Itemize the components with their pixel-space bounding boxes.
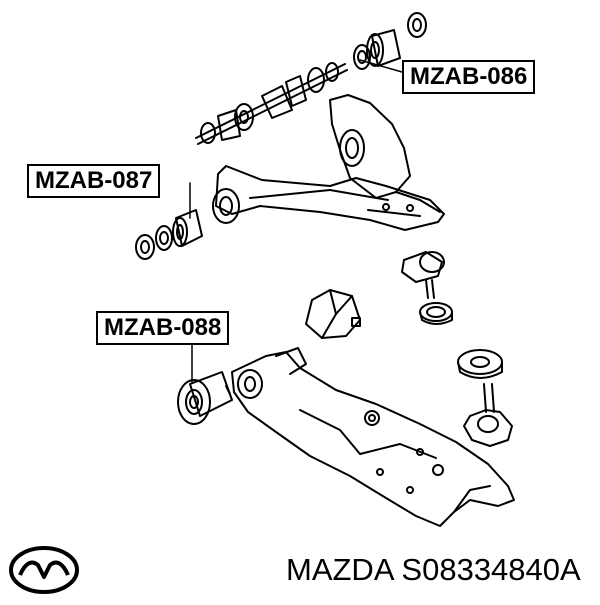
bump-stop (305, 289, 361, 339)
footer-part-info: MAZDA S08334840A (286, 552, 581, 588)
lower-ball-joint (463, 383, 513, 447)
upper-front-bushing (353, 12, 427, 70)
lower-ball-joint-boot (457, 349, 503, 379)
upper-rear-bushing (135, 209, 203, 260)
part-label-mzab-087: MZAB-087 (27, 164, 161, 198)
lower-arm-bushing (177, 371, 233, 425)
upper-control-arm (212, 94, 445, 231)
part-number: S08334840A (401, 552, 581, 587)
mazda-logo-icon (9, 546, 79, 594)
lower-control-arm (231, 347, 515, 527)
part-label-mzab-088: MZAB-088 (96, 311, 230, 345)
leader-lines (189, 59, 403, 383)
brand-name: MAZDA (286, 552, 393, 587)
upper-ball-joint (401, 251, 453, 325)
upper-arm-shaft (195, 62, 348, 145)
part-label-mzab-086: MZAB-086 (402, 60, 536, 94)
